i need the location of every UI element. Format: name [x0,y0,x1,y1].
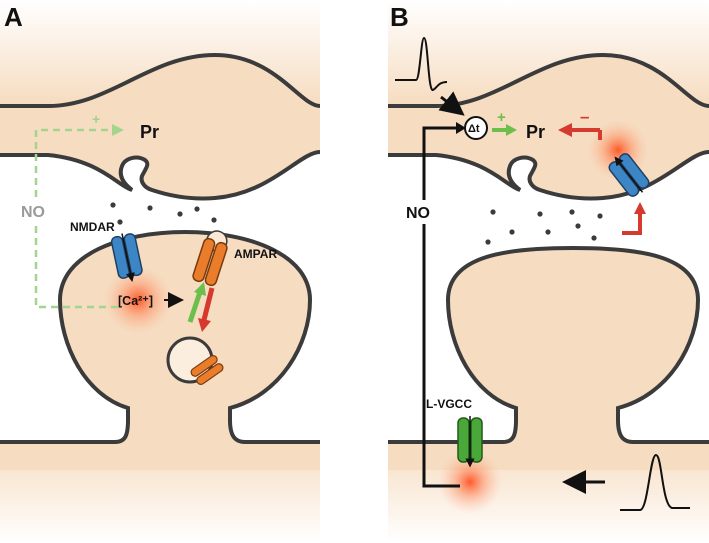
glutamate-vesicles [110,202,217,225]
no-label-bg [18,200,56,222]
panel-b-no-label: NO [406,205,430,222]
delta-t-label: Δt [468,123,480,135]
presynaptic-spike-icon [395,36,448,92]
no-arrowhead [112,124,124,136]
panel-b: B Δt + Pr – NO L-VGCC [388,0,709,543]
calcium-glow [104,266,172,334]
presynaptic-membrane-bottom-b [388,150,709,201]
panel-b-plus-sign: + [497,109,506,126]
presynaptic-terminal [0,55,320,199]
panel-a-no-label: NO [21,204,45,221]
presynaptic-membrane-top [0,52,321,108]
ampar-insertion-arrow [187,282,206,323]
glutamate-vesicles-b [485,209,603,245]
presynaptic-receptor-icon [608,153,650,197]
presynaptic-membrane-bottom [0,150,321,201]
panel-b-label: B [390,2,409,32]
no-retrograde-path-b [422,126,460,488]
postsynaptic-calcium-glow [438,450,502,514]
spine-head-fill [0,232,320,470]
calcium-label: [Ca²⁺] [118,294,153,308]
panel-a: A Pr + NO NMDAR AMPAR [Ca²⁺] [0,0,321,543]
nmdar-label: NMDAR [70,220,115,234]
ampar-removal-arrow [198,287,215,332]
negative-feedback-arrow [558,123,646,235]
ampar-label: AMPAR [234,247,277,261]
spine-membrane-b [388,245,709,444]
spine-head-fill-b [388,248,709,470]
panel-b-minus-sign: – [580,107,589,126]
spike-to-timing-arrow [438,91,465,116]
panel-a-label: A [4,2,23,32]
nmdar-receptor-icon [110,233,143,282]
no-label-bg-b [404,200,444,224]
internalized-ampar-icon [190,354,224,386]
no-arrowhead-b [456,122,466,134]
panel-b-pr-label: Pr [526,122,545,142]
timing-to-pr-arrow [492,124,517,136]
spine-membrane [0,229,320,444]
panel-a-plus-sign: + [92,111,100,127]
ampar-receptor-icon [192,230,228,287]
backpropagating-spike-icon [620,453,690,511]
lvgcc-channel-icon [457,416,483,468]
lvgcc-label: L-VGCC [426,397,472,411]
panel-a-pr-label: Pr [140,122,159,142]
presynaptic-membrane-top-b [388,52,709,108]
